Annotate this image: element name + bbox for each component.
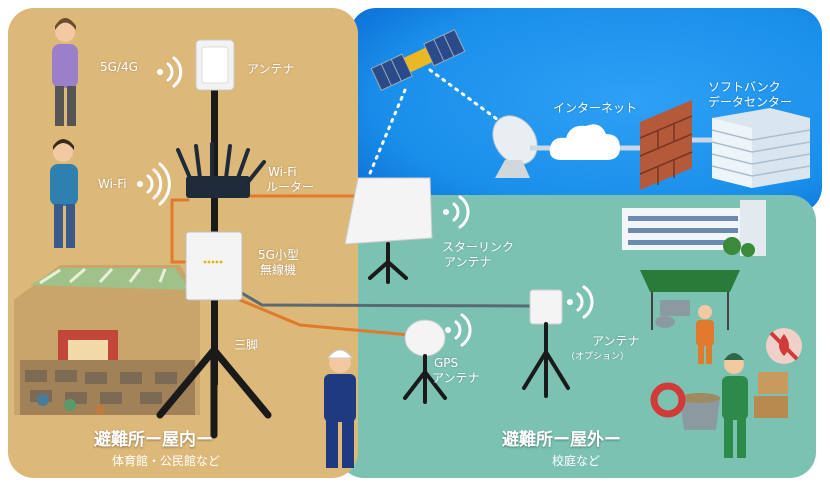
signal-waves-5g-icon bbox=[157, 56, 183, 88]
indoor-zone-subtitle: 体育館・公民館など bbox=[112, 454, 221, 468]
gps-antenna-device bbox=[403, 319, 447, 404]
technician-worker-icon bbox=[324, 349, 356, 468]
satellite-dish-icon bbox=[492, 115, 538, 178]
no-fire-sign-icon bbox=[766, 328, 802, 364]
label-option-1: アンテナ bbox=[592, 334, 640, 348]
satellite-icon bbox=[370, 29, 466, 91]
label-tripod: 三脚 bbox=[234, 338, 259, 352]
life-ring-icon bbox=[650, 382, 686, 418]
label-wifi-client: Wi-Fi bbox=[98, 177, 127, 191]
label-small-5g-1: 5G小型 bbox=[258, 248, 299, 262]
person-phone-5g-icon bbox=[52, 18, 78, 126]
cable-radio-gps bbox=[238, 298, 412, 337]
sky-zone bbox=[350, 8, 822, 213]
satellite-link-dots-2 bbox=[428, 68, 507, 127]
label-wifi-router-2: ルーター bbox=[266, 180, 315, 194]
label-softbank-1: ソフトバンク bbox=[708, 80, 781, 94]
indoor-zone-title: 避難所ー屋内ー bbox=[94, 430, 213, 450]
cooking-pot-icon bbox=[680, 393, 720, 430]
outdoor-zone-subtitle: 校庭など bbox=[552, 454, 601, 468]
data-center-building-icon bbox=[711, 108, 811, 188]
label-antenna-5g: アンテナ bbox=[247, 62, 295, 76]
firewall-icon bbox=[620, 100, 712, 190]
person-phone-outdoor-icon bbox=[722, 353, 748, 458]
school-building-icon bbox=[622, 200, 766, 257]
cardboard-boxes-icon bbox=[754, 372, 788, 418]
wifi-router-device bbox=[176, 142, 266, 198]
label-starlink-1: スターリンク bbox=[442, 240, 515, 254]
label-small-5g-2: 無線機 bbox=[260, 263, 297, 277]
small-5g-radio-device bbox=[185, 231, 243, 301]
cable-radio-router bbox=[170, 198, 190, 264]
label-wifi-router-1: Wi-Fi bbox=[268, 165, 297, 179]
option-antenna-device bbox=[522, 289, 570, 398]
outdoor-zone-title: 避難所ー屋外ー bbox=[502, 430, 621, 450]
starlink-antenna-device bbox=[344, 177, 433, 284]
relief-tent-icon bbox=[640, 270, 740, 330]
person-wifi-icon bbox=[50, 139, 78, 248]
label-option-2: （オプション） bbox=[566, 352, 630, 362]
person-orange-vest-icon bbox=[696, 305, 714, 364]
gym-interior-illustration bbox=[14, 265, 200, 415]
label-gps-2: アンテナ bbox=[432, 371, 480, 385]
signal-waves-starlink-icon bbox=[443, 195, 470, 229]
signal-waves-wifi-icon bbox=[137, 162, 171, 206]
label-5g4g: 5G/4G bbox=[100, 60, 138, 74]
cable-radio-option bbox=[238, 290, 532, 308]
label-internet: インターネット bbox=[553, 101, 638, 115]
label-softbank-2: データセンター bbox=[708, 95, 793, 109]
satellite-link-dots bbox=[366, 88, 407, 180]
antenna-5g-device bbox=[195, 39, 235, 91]
signal-waves-gps-icon bbox=[445, 313, 472, 347]
internet-cloud-icon bbox=[530, 124, 620, 160]
label-starlink-2: アンテナ bbox=[444, 255, 492, 269]
label-gps-1: GPS bbox=[434, 356, 459, 370]
signal-waves-option-icon bbox=[567, 285, 594, 319]
